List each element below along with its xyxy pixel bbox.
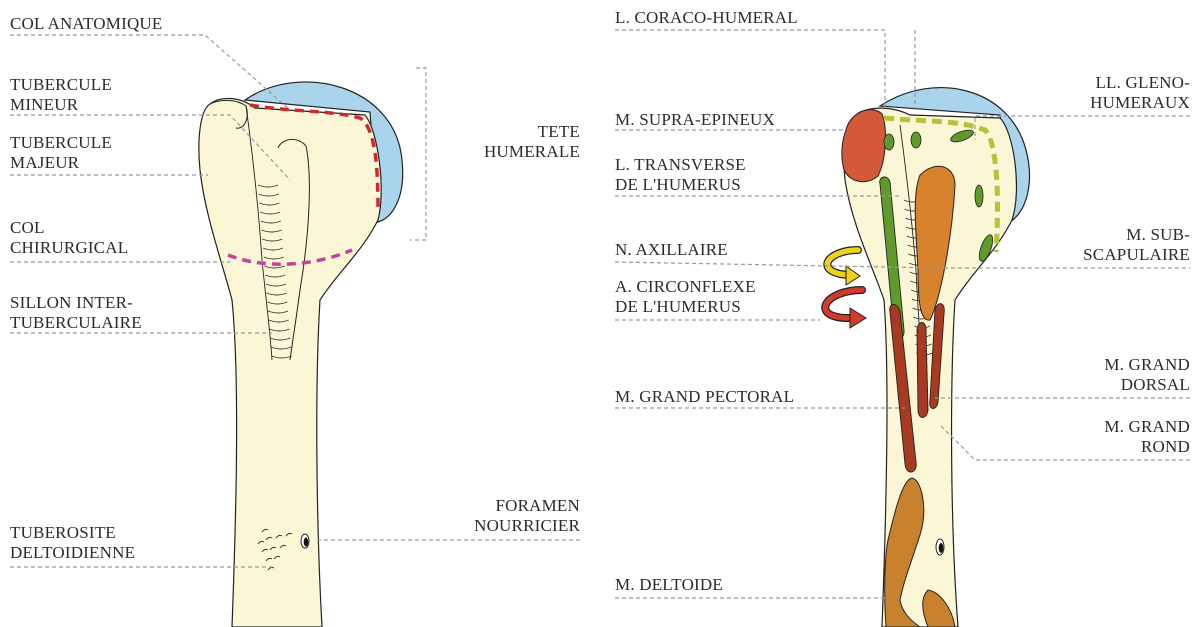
label-deltoide: M. DELTOIDE xyxy=(615,575,723,595)
label-col-anatomique: COL ANATOMIQUE xyxy=(10,14,163,34)
coracohumeral-insertion-1 xyxy=(884,134,894,150)
right-humerus xyxy=(825,88,1029,627)
label-transverse-humerus: L. TRANSVERSE DE L'HUMERUS xyxy=(615,155,746,195)
left-humerus xyxy=(199,82,403,627)
supraspinatus-muscle xyxy=(842,110,886,182)
label-n-axillaire: N. AXILLAIRE xyxy=(615,240,728,260)
coracohumeral-insertion-2 xyxy=(911,132,921,148)
label-a-circonflexe: A. CIRCONFLEXE DE L'HUMERUS xyxy=(615,277,756,317)
curved-arrow-icon xyxy=(825,290,866,328)
label-sub-scapulaire: M. SUB- SCAPULAIRE xyxy=(1050,225,1190,265)
label-tubercule-majeur: TUBERCULE MAJEUR xyxy=(10,133,112,173)
label-grand-rond: M. GRAND ROND xyxy=(1050,417,1190,457)
label-tuberosite-deltoidienne: TUBEROSITE DELTOIDIENNE xyxy=(10,523,135,563)
subscapular-insertion-2 xyxy=(975,185,983,207)
label-grand-pectoral: M. GRAND PECTORAL xyxy=(615,387,794,407)
label-supra-epineux: M. SUPRA-EPINEUX xyxy=(615,110,775,130)
left-bone-shaft xyxy=(199,98,381,627)
label-col-chirurgical: COL CHIRURGICAL xyxy=(10,218,128,258)
label-sillon-intertuberculaire: SILLON INTER- TUBERCULAIRE xyxy=(10,293,142,333)
label-tete-humerale: TETE HUMERALE xyxy=(470,122,580,162)
label-tubercule-mineur: TUBERCULE MINEUR xyxy=(10,75,112,115)
curved-arrow-icon xyxy=(827,250,860,285)
label-foramen-nourricier: FORAMEN NOURRICIER xyxy=(440,496,580,536)
latissimus-dorsi-insertion xyxy=(917,323,928,418)
label-grand-dorsal: M. GRAND DORSAL xyxy=(1050,355,1190,395)
label-coraco-humeral: L. CORACO-HUMERAL xyxy=(615,8,798,28)
label-gleno-humeraux: LL. GLENO- HUMERAUX xyxy=(1050,73,1190,113)
